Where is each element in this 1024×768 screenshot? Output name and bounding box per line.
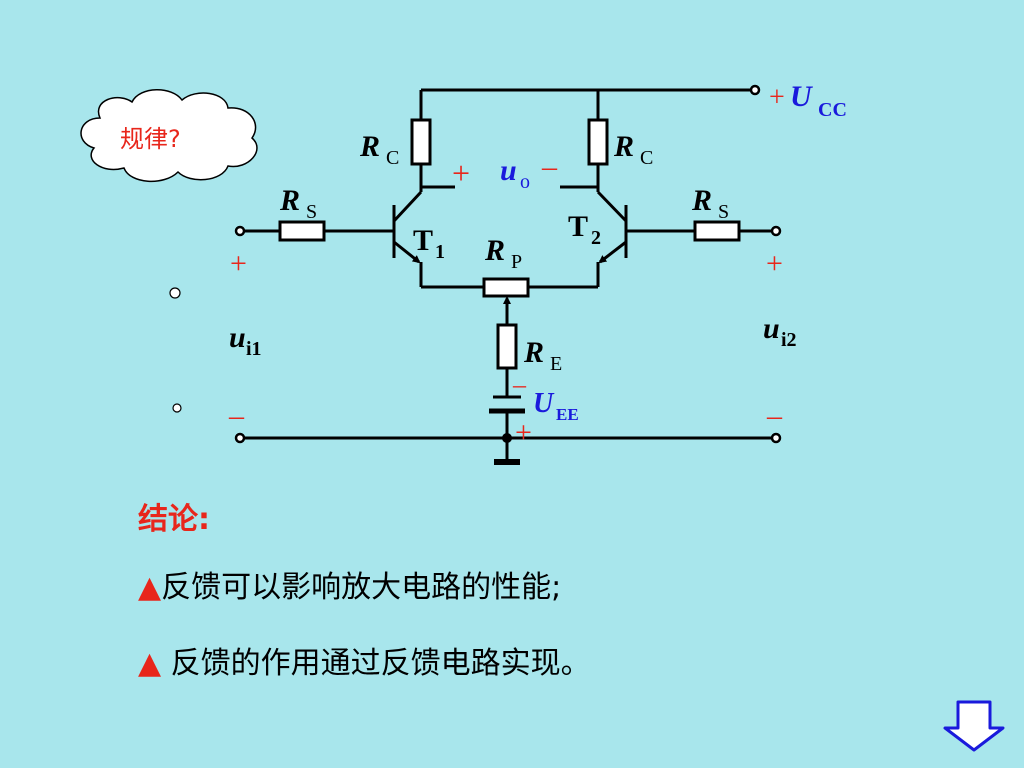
rs-right-sub: S <box>718 201 729 223</box>
ucc-sign: + <box>769 82 785 113</box>
rs-right-label: R <box>691 184 712 217</box>
t2-label: T <box>568 210 588 243</box>
rc-right-label: R <box>613 130 634 163</box>
decor-dot-lower <box>172 403 182 413</box>
ui2-plus: + <box>766 247 783 280</box>
decor-dot-upper <box>169 287 181 299</box>
ui1-label: u <box>229 321 246 354</box>
conclusion-title: 结论: <box>138 502 210 537</box>
bullet-triangle-icon: ▲ <box>138 570 162 605</box>
ui2-minus: – <box>766 399 783 432</box>
bullet-triangle-icon: ▲ <box>138 646 162 681</box>
bubble-text: 规律? <box>120 125 181 153</box>
conclusion-line-1-text: 反馈可以影响放大电路的性能; <box>161 570 562 605</box>
terminal-ui2-minus <box>770 432 782 444</box>
re-sub: E <box>550 353 562 375</box>
terminal-ucc <box>749 84 761 96</box>
down-arrow-icon[interactable] <box>943 700 1005 752</box>
thought-bubble: 规律? <box>80 89 258 183</box>
rc-left-sub: C <box>386 147 399 169</box>
transistor-t2 <box>596 190 628 264</box>
terminal-ui2-plus <box>770 225 782 237</box>
uee-sub: EE <box>556 405 579 424</box>
uee-battery <box>489 395 525 414</box>
rc-right-resistor <box>587 118 609 166</box>
rc-left-resistor <box>410 118 432 166</box>
terminal-ui1-plus <box>234 225 246 237</box>
conclusion-line-2: ▲ 反馈的作用通过反馈电路实现。 <box>138 638 591 682</box>
terminal-ui1-minus <box>234 432 246 444</box>
ucc-sub: CC <box>818 99 847 121</box>
junction-dot <box>502 433 512 443</box>
uo-sub: o <box>520 171 530 193</box>
rp-label: R <box>484 234 505 267</box>
rs-right-resistor <box>693 220 741 242</box>
conclusion-line-2-text: 反馈的作用通过反馈电路实现。 <box>161 646 591 681</box>
uee-label: U <box>533 388 555 419</box>
conclusion-line-1: ▲反馈可以影响放大电路的性能; <box>138 562 561 606</box>
rc-left-label: R <box>359 130 380 163</box>
uee-plus: + <box>515 416 532 449</box>
ui1-plus: + <box>230 247 247 280</box>
transistor-t1 <box>392 190 423 264</box>
uo-plus: + <box>452 155 470 191</box>
rs-left-resistor <box>278 220 326 242</box>
uo-minus: – <box>541 150 558 183</box>
t2-sub: 2 <box>591 227 601 249</box>
ui2-sub: i2 <box>781 329 797 351</box>
circuit-wires <box>240 88 776 462</box>
uo-label: u <box>500 154 517 187</box>
t1-sub: 1 <box>435 241 445 263</box>
rp-sub: P <box>511 251 522 273</box>
rs-left-label: R <box>279 184 300 217</box>
ui2-label: u <box>763 312 780 345</box>
uee-minus: – <box>512 370 527 399</box>
t1-label: T <box>413 224 433 257</box>
ucc-label: U <box>790 80 813 113</box>
ui1-sub: i1 <box>246 338 262 360</box>
rc-right-sub: C <box>640 147 653 169</box>
re-resistor <box>496 323 518 370</box>
re-label: R <box>523 336 544 369</box>
rp-potentiometer <box>482 277 530 298</box>
ui1-minus: – <box>228 399 245 432</box>
rs-left-sub: S <box>306 201 317 223</box>
